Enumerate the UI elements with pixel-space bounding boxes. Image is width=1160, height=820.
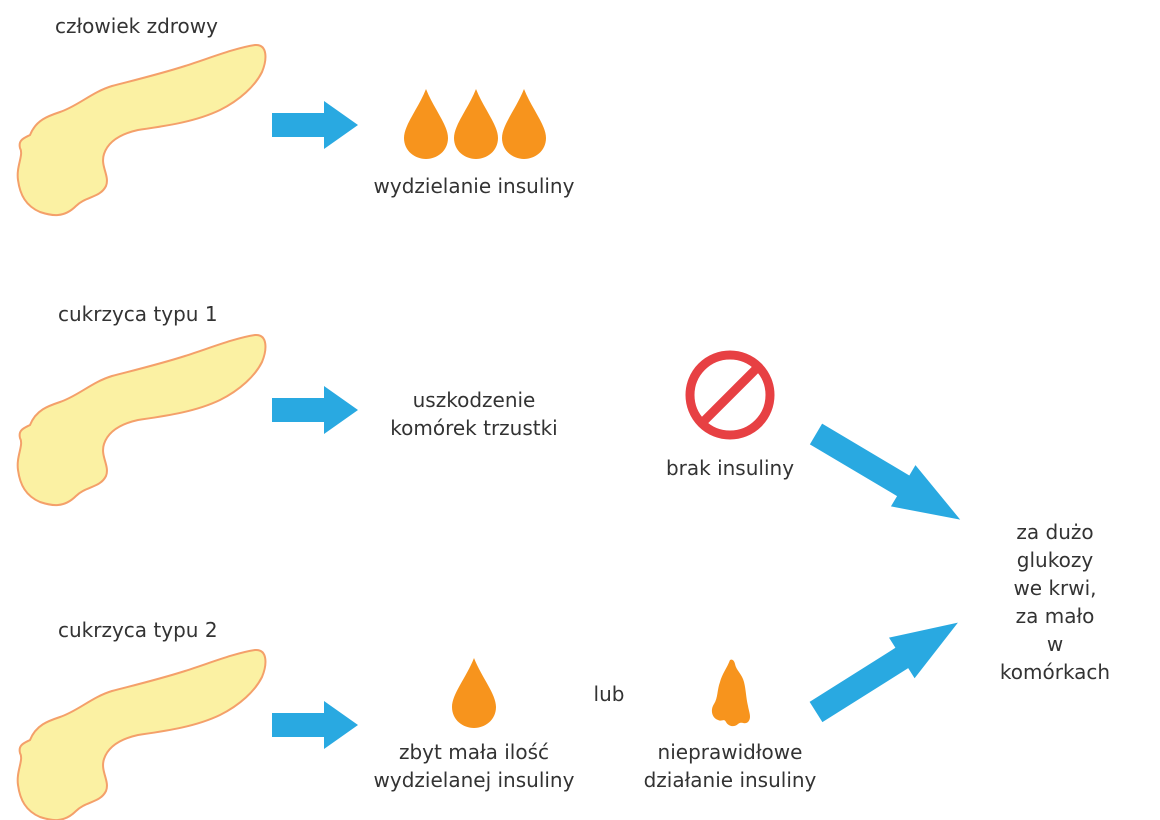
pancreas-icon-type2 — [16, 648, 267, 820]
prohibition-icon — [685, 350, 775, 440]
insulin-drop-icon-1 — [404, 89, 448, 159]
insulin-drop-icon-3 — [502, 89, 546, 159]
type2-title: cukrzyca typu 2 — [58, 618, 218, 642]
type2-cause-b-label: nieprawidłowe działanie insuliny — [643, 740, 817, 792]
arrow-right-icon-type2 — [272, 701, 358, 749]
pancreas-icon-type1 — [16, 333, 267, 507]
type1-effect-label: brak insuliny — [665, 456, 795, 480]
type1-title: cukrzyca typu 1 — [58, 302, 218, 326]
type2-cause-a-label: zbyt mała ilość wydzielanej insuliny — [373, 740, 575, 792]
pancreas-icon-healthy — [16, 43, 267, 217]
arrow-right-icon-type1 — [272, 386, 358, 434]
outcome-label: za dużo glukozy we krwi, za mało w komór… — [999, 520, 1111, 684]
healthy-result-label: wydzielanie insuliny — [373, 174, 575, 198]
type1-cause-label: uszkodzenie komórek trzustki — [390, 388, 558, 440]
healthy-title: człowiek zdrowy — [55, 14, 218, 38]
insulin-drop-icon-2 — [454, 89, 498, 159]
type2-connector-label: lub — [593, 682, 625, 706]
arrow-diagonal-down-icon — [803, 413, 973, 541]
arrow-diagonal-up-icon — [803, 602, 971, 733]
deformed-insulin-icon — [711, 659, 751, 727]
insulin-drop-icon-type2 — [452, 658, 496, 728]
arrow-right-icon-healthy — [272, 101, 358, 149]
